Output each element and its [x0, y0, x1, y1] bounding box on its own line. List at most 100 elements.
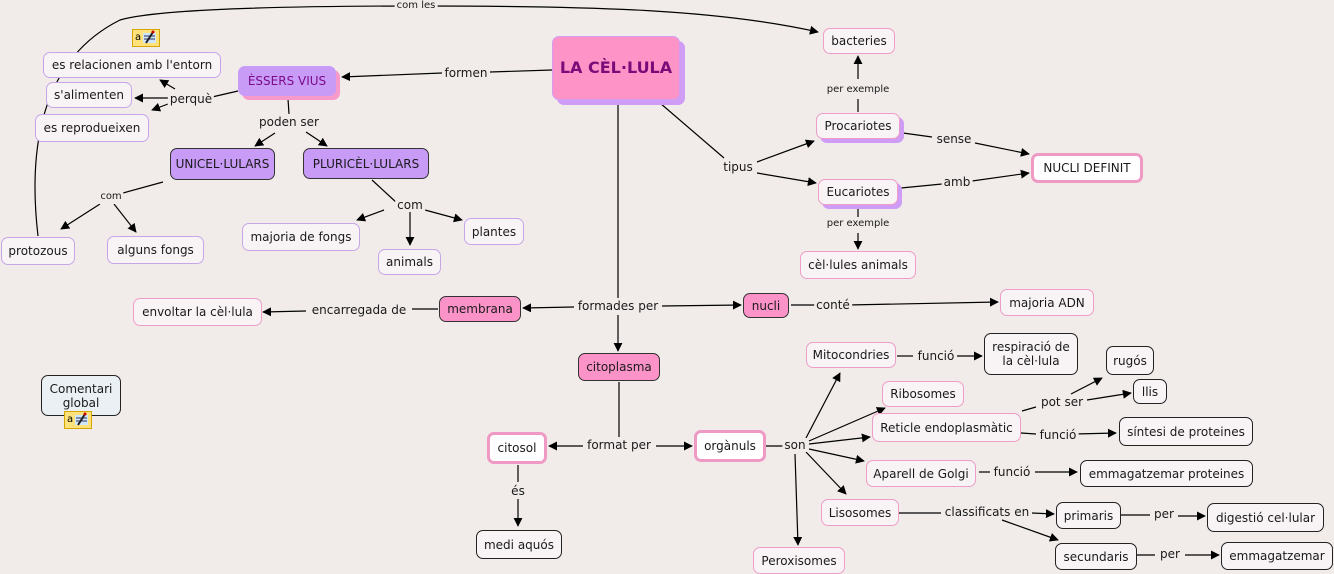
link-label: amb [941, 175, 973, 189]
link-label: per [1152, 507, 1176, 521]
edge [371, 179, 398, 204]
link-label: sense [934, 132, 974, 146]
concept-alguns-fongs[interactable]: alguns fongs [107, 236, 204, 264]
link-label: funció [915, 349, 957, 363]
concept-envoltar[interactable]: envoltar la cèl·lula [133, 298, 262, 326]
edge [356, 209, 385, 222]
edge [805, 451, 847, 495]
concept-reticle[interactable]: Reticle endoplasmàtic [872, 413, 1021, 442]
concept-majoria-adn[interactable]: majoria ADN [1000, 289, 1094, 316]
edge [1031, 509, 1055, 519]
concept-cel-animals[interactable]: cèl·lules animals [800, 251, 916, 279]
concept-protozous[interactable]: protozous [1, 237, 75, 265]
link-label: com [395, 198, 425, 212]
concept-bacteries[interactable]: bacteries [823, 28, 895, 54]
concept-unicel[interactable]: UNICEL·LULARS [170, 148, 275, 180]
edge [60, 203, 101, 230]
concept-rugos[interactable]: rugós [1106, 346, 1154, 375]
concept-plantes[interactable]: plantes [464, 218, 524, 245]
concept-pluricel[interactable]: PLURICÈL·LULARS [303, 148, 429, 179]
edge [805, 372, 841, 439]
concept-main[interactable]: LA CÈL·LULA [552, 36, 680, 100]
edge [971, 169, 1030, 182]
link-label: funció [991, 465, 1033, 479]
concept-primaris[interactable]: primaris [1056, 502, 1121, 529]
edge [974, 142, 1030, 157]
edge [159, 79, 176, 90]
edge [262, 307, 307, 317]
concept-mitocondries[interactable]: Mitocondries [806, 342, 896, 368]
edge [661, 300, 742, 310]
edge [1074, 428, 1117, 438]
edge [808, 433, 871, 445]
concept-eucariotes[interactable]: Eucariotes [818, 179, 898, 205]
svg-text:a: a [67, 414, 73, 425]
link-label: com les [394, 0, 438, 13]
edge [287, 98, 290, 115]
edge [756, 172, 817, 187]
note-icon[interactable]: a [132, 29, 160, 47]
svg-text:a: a [135, 32, 141, 43]
concept-lisosomes[interactable]: Lisosomes [821, 499, 899, 526]
concept-membrana[interactable]: membrana [439, 296, 521, 322]
concept-reprodueixen[interactable]: es reprodueixen [35, 114, 149, 142]
edge [1020, 432, 1037, 435]
link-label: funció [1037, 428, 1079, 442]
edge [424, 209, 463, 223]
edge [113, 203, 137, 233]
concept-golgi[interactable]: Aparell de Golgi [866, 460, 976, 487]
concept-nucli[interactable]: nucli [743, 293, 789, 318]
link-label: per exemple [824, 217, 892, 231]
edge [1086, 389, 1132, 401]
concept-emmagatzemar[interactable]: emmagatzemar [1221, 542, 1333, 570]
concept-organuls[interactable]: orgànuls [694, 430, 766, 462]
concept-ribosomes[interactable]: Ribosomes [882, 381, 964, 407]
edge [902, 132, 933, 138]
edge [522, 303, 575, 313]
edge [305, 131, 328, 147]
link-label: encarregada de [309, 303, 409, 317]
link-label: perquè [167, 92, 215, 106]
concept-nucli-definit[interactable]: NUCLI DEFINIT [1031, 153, 1143, 183]
concept-peroxisomes[interactable]: Peroxisomes [753, 547, 845, 574]
edge [1021, 406, 1037, 412]
link-label: formen [442, 66, 490, 80]
concept-citosol[interactable]: citosol [487, 432, 547, 464]
link-label: pot ser [1038, 395, 1086, 409]
concept-citoplasma[interactable]: citoplasma [578, 353, 660, 381]
concept-alimenten[interactable]: s'alimenten [46, 82, 132, 108]
edge [808, 407, 886, 442]
note-icon[interactable]: a [64, 411, 92, 429]
concept-respiracio[interactable]: respiració de la cèl·lula [984, 333, 1078, 375]
concept-digestio[interactable]: digestió cel·lular [1207, 503, 1324, 532]
edge [756, 139, 815, 163]
concept-medi-aquos[interactable]: medi aquós [476, 530, 562, 559]
concept-procariotes[interactable]: Procariotes [816, 113, 900, 139]
link-label: formades per [575, 299, 661, 313]
concept-relacionen[interactable]: es relacionen amb l'entorn [43, 52, 221, 78]
link-label: com [98, 190, 124, 204]
link-label: és [509, 484, 527, 498]
link-label: son [782, 438, 808, 452]
concept-sintesi[interactable]: síntesi de proteines [1119, 417, 1253, 446]
edge [659, 102, 725, 159]
link-label: conté [814, 298, 852, 312]
edge [122, 181, 164, 194]
concept-animals[interactable]: animals [378, 249, 441, 275]
edge [1001, 519, 1059, 542]
concept-llis[interactable]: llis [1133, 379, 1167, 404]
concept-majoria-fongs[interactable]: majoria de fongs [242, 223, 360, 251]
link-label: format per [585, 438, 653, 452]
edge [151, 102, 169, 112]
edge [793, 453, 803, 546]
link-label: tipus [721, 160, 755, 174]
link-label: poden ser [257, 115, 321, 129]
edge [900, 183, 943, 189]
edge [489, 69, 553, 73]
concept-secundaris[interactable]: secundaris [1055, 543, 1137, 570]
comentari-global[interactable]: Comentari global [41, 375, 121, 416]
concept-emmag-prot[interactable]: emmagatzemar proteines [1080, 460, 1253, 487]
edge [341, 72, 443, 82]
concept-essers-vius[interactable]: ÈSSERS VIUS [238, 66, 336, 96]
